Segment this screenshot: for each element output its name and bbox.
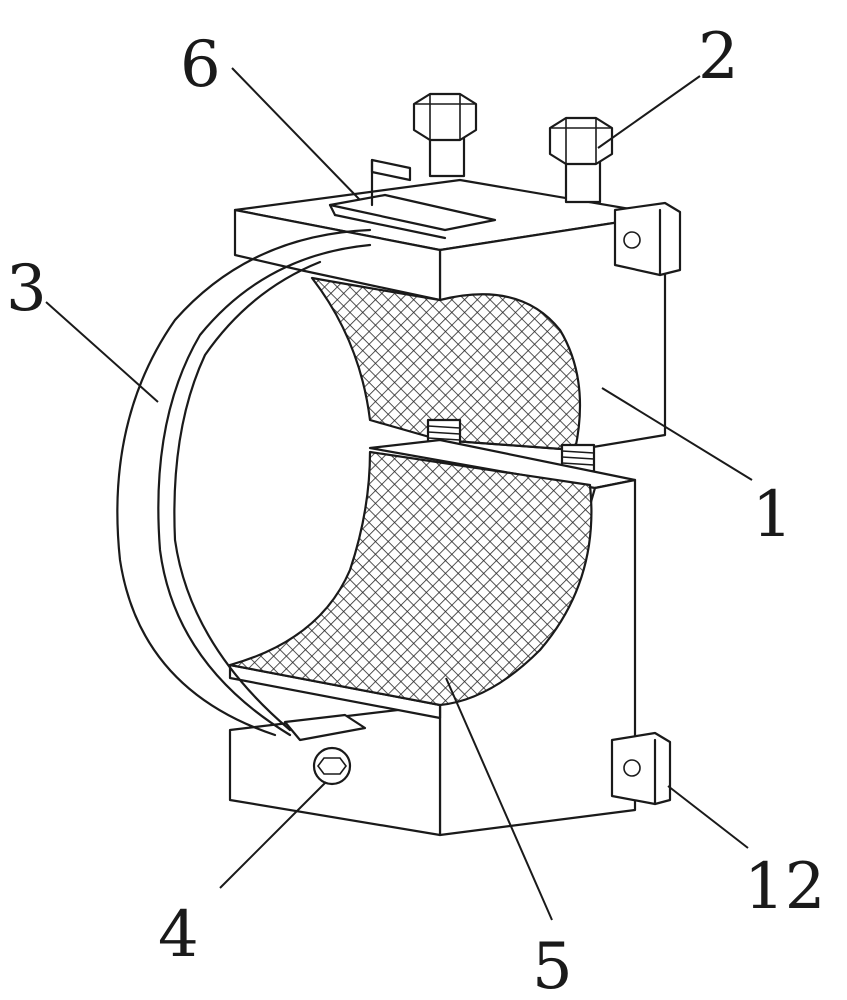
- bolt-right: [550, 118, 612, 202]
- upper-lug: [615, 203, 680, 275]
- bolt-left: [414, 94, 476, 176]
- hex-screw: [314, 748, 350, 784]
- label-1: 1: [752, 478, 793, 552]
- lower-lug: [612, 733, 670, 804]
- label-6: 6: [180, 28, 221, 102]
- label-5: 5: [532, 930, 573, 1000]
- label-3: 3: [6, 252, 47, 326]
- label-12: 12: [744, 850, 825, 924]
- label-4: 4: [158, 898, 199, 972]
- label-2: 2: [698, 20, 739, 94]
